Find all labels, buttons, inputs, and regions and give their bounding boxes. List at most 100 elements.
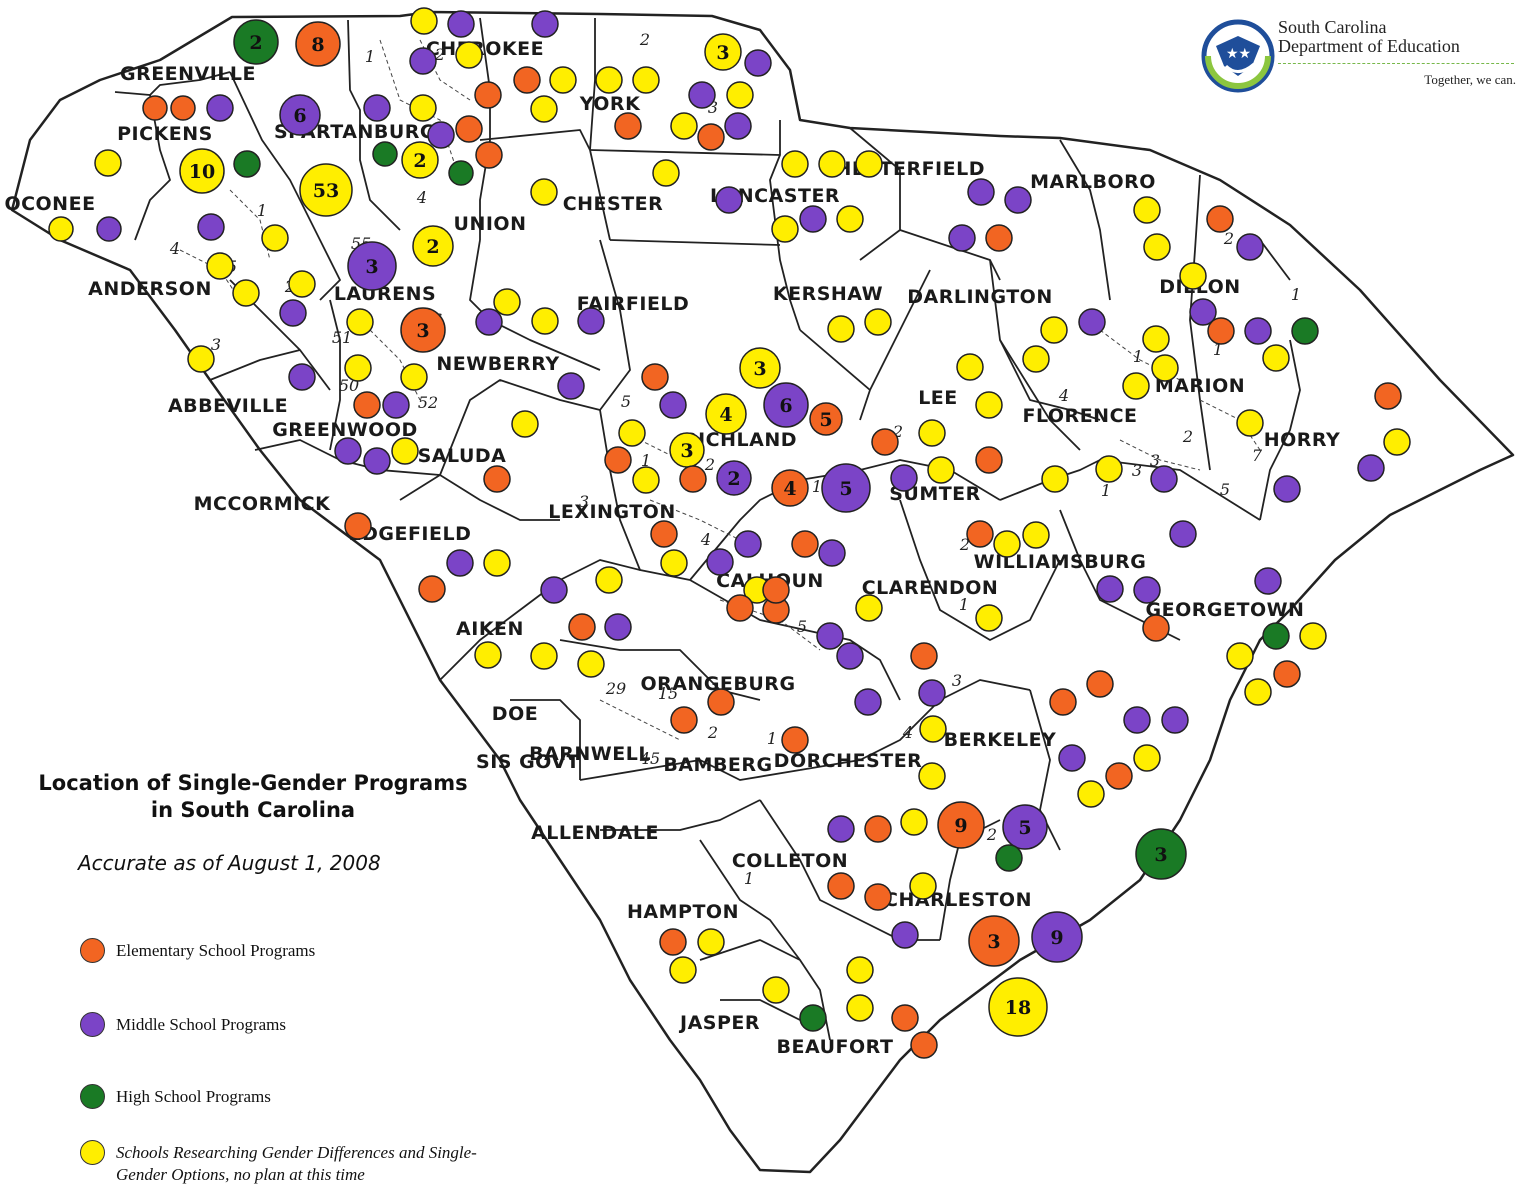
program-marker-researching <box>726 81 754 109</box>
program-marker-researching <box>818 150 846 178</box>
program-marker-elementary <box>474 81 502 109</box>
map-title-line2: in South Carolina <box>150 798 356 822</box>
program-marker-dot-middle <box>1058 744 1086 772</box>
county-label-abbeville: ABBEVILLE <box>168 395 288 417</box>
county-label-union: UNION <box>454 213 527 235</box>
program-marker-dot-researching <box>530 95 558 123</box>
program-marker-dot-researching <box>1095 455 1123 483</box>
program-marker-middle <box>557 372 585 400</box>
district-number: 2 <box>639 30 650 49</box>
district-number: 4 <box>169 239 180 258</box>
program-marker-dot-elementary <box>966 520 994 548</box>
program-marker-researching <box>410 7 438 35</box>
program-marker-elementary <box>762 576 790 604</box>
program-marker-dot-middle <box>409 47 437 75</box>
program-marker-elementary <box>910 642 938 670</box>
county-label-charleston: CHARLESTON <box>884 889 1032 911</box>
program-marker-dot-elementary <box>142 95 168 121</box>
program-marker-dot-elementary <box>697 123 725 151</box>
program-marker-dot-researching <box>1077 780 1105 808</box>
program-marker-researching <box>474 641 502 669</box>
program-marker-count: 18 <box>1005 997 1031 1019</box>
district-number: 45 <box>639 749 660 768</box>
program-marker-dot-researching <box>705 393 747 435</box>
program-marker-dot-researching <box>670 112 698 140</box>
county-label-barnwell: BARNWELL <box>529 743 651 765</box>
program-marker-dot-researching <box>660 549 688 577</box>
program-marker-count: 9 <box>954 815 967 837</box>
program-marker-dot-researching <box>781 150 809 178</box>
program-marker-dot-middle <box>1133 576 1161 604</box>
program-marker-count: 5 <box>819 409 832 431</box>
program-marker-dot-researching <box>391 437 419 465</box>
program-marker-dot-elementary <box>827 872 855 900</box>
program-marker-dot-middle <box>967 178 995 206</box>
legend-item-researching: Schools Researching Gender Differences a… <box>80 1140 500 1186</box>
program-marker-dot-researching <box>48 216 74 242</box>
county-label-horry: HORRY <box>1264 429 1341 451</box>
program-marker-elementary <box>864 883 892 911</box>
program-marker-count: 2 <box>426 236 439 258</box>
program-marker-count: 3 <box>716 42 729 64</box>
program-marker-dot-researching <box>846 956 874 984</box>
program-marker-dot-high <box>1262 622 1290 650</box>
program-marker-count: 5 <box>839 478 852 500</box>
program-marker-dot-researching <box>409 94 437 122</box>
program-marker-dot-middle <box>1004 186 1032 214</box>
program-marker-dot-middle <box>1078 308 1106 336</box>
program-marker-dot-researching <box>483 549 511 577</box>
county-label-kershaw: KERSHAW <box>773 283 883 305</box>
program-marker-dot-elementary <box>985 224 1013 252</box>
program-marker-elementary <box>697 123 725 151</box>
program-marker-researching <box>1122 372 1150 400</box>
program-marker-dot-high <box>1291 317 1319 345</box>
district-number: 4 <box>700 530 711 549</box>
program-marker-middle <box>724 112 752 140</box>
program-marker-dot-researching <box>918 762 946 790</box>
district-number: 3 <box>1150 451 1160 470</box>
program-marker-dot-elementary <box>771 469 809 507</box>
program-marker-dot-researching <box>1122 372 1150 400</box>
program-marker-dot-researching <box>1299 622 1327 650</box>
program-marker-dot-middle <box>1096 575 1124 603</box>
program-marker-dot-elementary <box>679 465 707 493</box>
program-marker-elementary: 5 <box>809 402 843 436</box>
program-marker-middle <box>1244 317 1272 345</box>
program-marker-middle: 6 <box>279 94 321 136</box>
program-marker-dot-middle <box>446 549 474 577</box>
program-marker-elementary: 3 <box>400 307 446 353</box>
program-marker-dot-researching <box>836 205 864 233</box>
program-marker-researching <box>1077 780 1105 808</box>
program-marker-dot-elementary <box>910 642 938 670</box>
county-label-jasper: JASPER <box>678 1012 760 1034</box>
program-marker-dot-elementary <box>1374 382 1402 410</box>
district-number: 1 <box>1291 285 1301 304</box>
program-marker-researching <box>391 437 419 465</box>
program-marker-dot-elementary <box>1273 660 1301 688</box>
district-number: 5 <box>1220 480 1230 499</box>
program-marker-researching <box>94 149 122 177</box>
program-marker-researching <box>909 872 937 900</box>
county-label-marlboro: MARLBORO <box>1030 171 1156 193</box>
program-marker-high <box>448 160 474 186</box>
program-marker-dot-researching <box>855 594 883 622</box>
program-marker-middle <box>446 549 474 577</box>
program-marker-dot-middle <box>827 815 855 843</box>
program-marker-researching: 18 <box>988 977 1048 1037</box>
program-marker-high <box>1291 317 1319 345</box>
program-marker-count: 3 <box>680 440 693 462</box>
program-marker-dot-elementary <box>1207 317 1235 345</box>
program-marker-count: 2 <box>413 150 426 172</box>
program-marker-dot-middle <box>447 10 475 38</box>
district-number: 1 <box>959 595 969 614</box>
program-marker-dot-elementary <box>353 391 381 419</box>
program-marker-researching <box>670 112 698 140</box>
program-marker-researching <box>855 150 883 178</box>
program-marker-elementary <box>1105 762 1133 790</box>
program-marker-dot-researching <box>632 466 660 494</box>
program-marker-researching <box>1383 428 1411 456</box>
program-marker-elementary <box>659 928 687 956</box>
program-marker-researching <box>1179 262 1207 290</box>
district-number: 5 <box>621 392 631 411</box>
program-marker-dot-middle <box>818 539 846 567</box>
